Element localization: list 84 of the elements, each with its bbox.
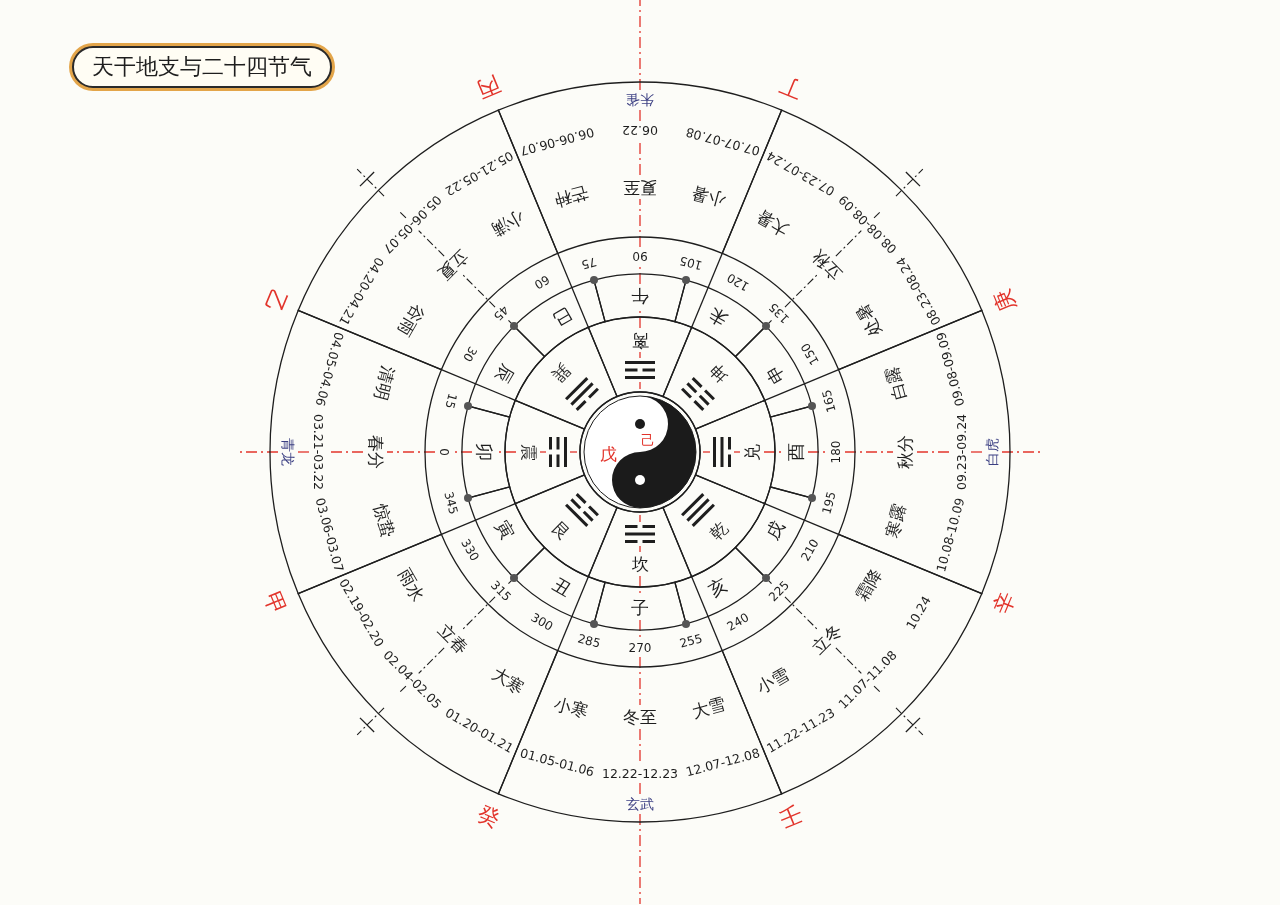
solar-term-name: 小雪 <box>753 665 792 698</box>
stem-label: 戊 <box>599 445 617 463</box>
trigram-name: 离 <box>631 331 649 349</box>
solar-term-name: 雨水 <box>394 565 427 604</box>
stem-label: 壬 <box>776 802 806 832</box>
solar-term-name: 大暑 <box>753 206 792 239</box>
solar-term-name: 白露 <box>883 364 909 403</box>
branch-label: 酉 <box>787 443 805 461</box>
solar-term-name: 立夏 <box>434 246 471 283</box>
degree-label: 90 <box>632 250 648 262</box>
trigram-name: 坎 <box>631 555 649 573</box>
degree-label: 120 <box>725 271 751 294</box>
degree-label: 60 <box>532 273 552 292</box>
degree-label: 285 <box>576 632 602 651</box>
solar-term-name: 大雪 <box>689 695 728 721</box>
solar-term-name: 春分 <box>366 435 384 469</box>
trigram-name: 乾 <box>707 519 732 544</box>
degree-label: 45 <box>491 303 512 324</box>
trigram-name: 巽 <box>548 360 573 385</box>
trigram-name: 坤 <box>707 360 732 385</box>
solar-term-name: 立春 <box>434 621 471 658</box>
stem-label: 庚 <box>990 286 1020 316</box>
date-label: 03.21-03.22 <box>311 413 325 491</box>
stem-label: 癸 <box>474 802 504 832</box>
degree-label: 15 <box>442 392 459 411</box>
degree-label: 270 <box>628 642 652 654</box>
direction-label: 青龙 <box>281 438 295 466</box>
degree-label: 315 <box>489 578 514 603</box>
stem-label: 丙 <box>474 72 504 102</box>
direction-label: 玄武 <box>626 797 654 811</box>
degree-label: 195 <box>820 490 839 516</box>
branch-label: 寅 <box>492 517 518 543</box>
solar-term-name: 秋分 <box>896 435 914 469</box>
trigram-name: 震 <box>519 443 537 461</box>
degree-label: 0 <box>438 448 450 456</box>
trigram-sector <box>513 472 620 579</box>
degree-label: 135 <box>766 301 791 326</box>
branch-label: 卯 <box>475 443 493 461</box>
branch-label: 子 <box>631 599 649 617</box>
date-label: 12.22-12.23 <box>601 767 679 781</box>
solar-term-name: 谷雨 <box>394 300 427 339</box>
solar-term-name: 清明 <box>371 364 397 403</box>
solar-term-name: 芒种 <box>552 183 591 209</box>
trigram-name: 艮 <box>548 519 573 544</box>
branch-label: 戌 <box>762 517 788 543</box>
solar-term-name: 立秋 <box>809 246 846 283</box>
degree-label: 165 <box>820 388 839 414</box>
degree-label: 75 <box>580 254 599 271</box>
degree-label: 255 <box>678 632 704 651</box>
branch-label: 午 <box>631 287 649 305</box>
direction-label: 白虎 <box>985 438 999 466</box>
degree-label: 240 <box>725 610 751 633</box>
solar-term-name: 夏至 <box>623 178 657 196</box>
branch-label: 辰 <box>492 361 518 387</box>
trigram-name: 兑 <box>743 443 761 461</box>
branch-label: 申 <box>762 361 788 387</box>
stem-label: 甲 <box>260 588 290 618</box>
solar-term-name: 惊蛰 <box>371 501 397 540</box>
degree-label: 300 <box>529 610 555 633</box>
branch-label: 丑 <box>549 574 575 600</box>
stem-label: 己 <box>641 433 655 447</box>
diagram-title: 天干地支与二十四节气 <box>72 46 332 88</box>
stem-label: 辛 <box>990 588 1020 618</box>
solar-term-name: 大寒 <box>488 665 527 698</box>
date-label: 09.23-09.24 <box>955 413 969 491</box>
stem-label: 丁 <box>776 72 806 102</box>
solar-term-name: 处暑 <box>853 300 886 339</box>
branch-label: 巳 <box>549 304 575 330</box>
solar-term-name: 霜降 <box>853 565 886 604</box>
solar-term-name: 冬至 <box>623 708 657 726</box>
solar-term-name: 小暑 <box>689 183 728 209</box>
branch-label: 亥 <box>705 574 731 600</box>
solar-term-name: 小寒 <box>552 695 591 721</box>
stem-label: 乙 <box>260 286 290 316</box>
solar-term-name: 小满 <box>488 206 527 239</box>
direction-label: 朱雀 <box>626 93 654 107</box>
degree-label: 105 <box>678 253 704 272</box>
degree-label: 30 <box>461 344 480 364</box>
branch-label: 未 <box>705 304 731 330</box>
date-label: 06.22 <box>622 123 658 137</box>
solar-term-name: 寒露 <box>883 501 909 540</box>
degree-label: 345 <box>441 490 460 516</box>
solar-term-name: 立冬 <box>809 621 846 658</box>
degree-label: 180 <box>830 440 842 464</box>
